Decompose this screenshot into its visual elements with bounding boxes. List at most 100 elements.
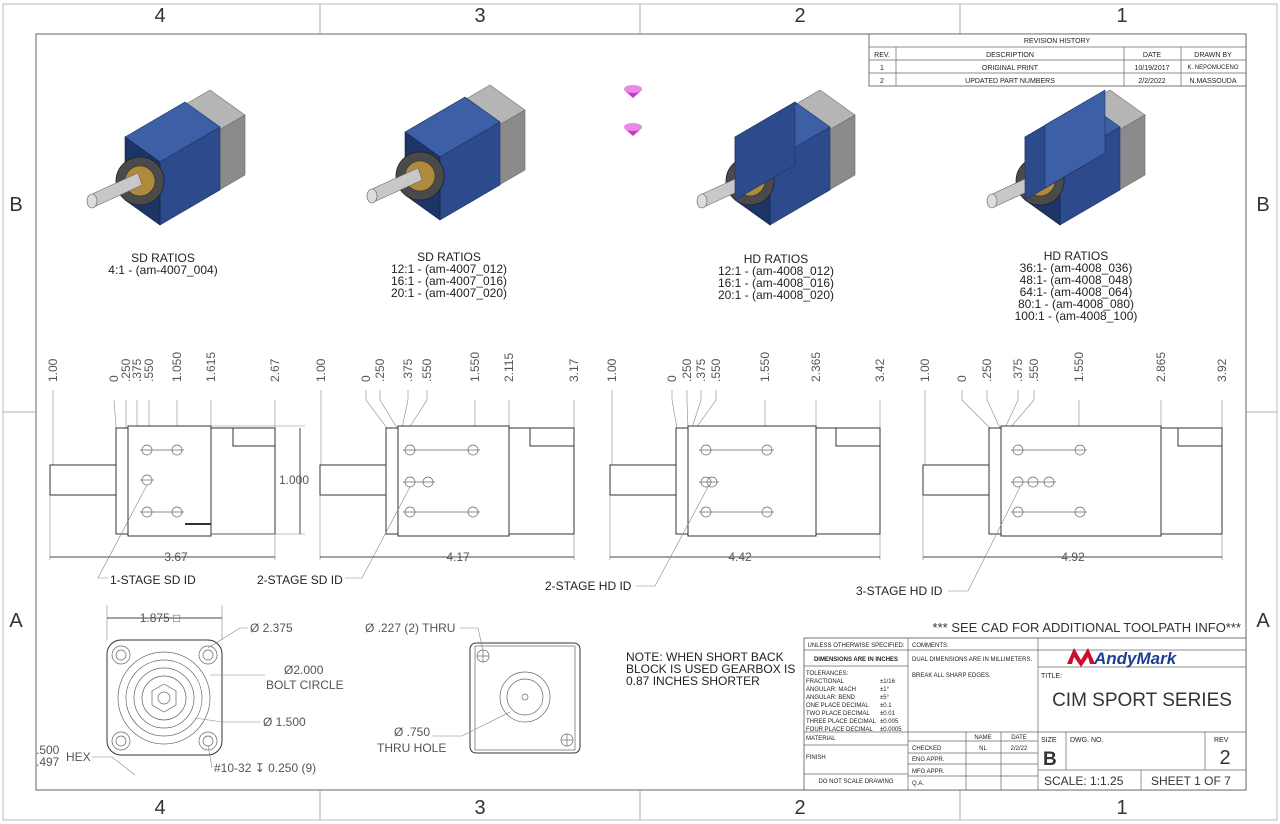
side-view-1-stage-sd: 1.00 0 .250 .375 .550 1.050 1.615 2.67 1…: [46, 352, 309, 587]
tick-label: .250: [680, 358, 694, 382]
ratio-group-1: SD RATIOS 4:1 - (am-4007_004): [108, 251, 217, 277]
tick-label: .250: [373, 358, 387, 382]
tol-name: FRACTIONAL: [806, 679, 845, 685]
zone-bottom-3: 3: [474, 797, 485, 819]
ratio-group-3: HD RATIOS 12:1 - (am-4008_012) 16:1 - (a…: [718, 252, 834, 302]
title-label: TITLE:: [1041, 673, 1062, 680]
zone-labels: 4 3 2 1 4 3 2 1 B A B A: [9, 5, 1270, 819]
tick-label: .250: [119, 358, 133, 382]
dwg-no-label: DWG. NO.: [1070, 737, 1103, 744]
id-label: 2-STAGE HD ID: [545, 579, 632, 593]
note-line: BLOCK IS USED GEARBOX IS: [626, 662, 795, 676]
eng-appr-label: ENG APPR.: [912, 757, 945, 763]
rev-header-rev: REV.: [874, 52, 890, 59]
note-line: NOTE: WHEN SHORT BACK: [626, 650, 784, 664]
id-label: 1-STAGE SD ID: [110, 573, 196, 587]
tick-label: 2.115: [502, 353, 516, 382]
rev-label: REV: [1214, 737, 1229, 744]
zone-right-a: A: [1256, 610, 1270, 632]
ratio-line: 100:1 - (am-4008_100): [1015, 309, 1138, 323]
checked-date: 2/2/22: [1011, 746, 1028, 752]
tolerances-label: TOLERANCES:: [806, 671, 849, 677]
ratio-title: SD RATIOS: [131, 251, 195, 265]
tol-name: THREE PLACE DECIMAL: [806, 719, 877, 725]
toolpath-note: *** SEE CAD FOR ADDITIONAL TOOLPATH INFO…: [933, 620, 1241, 635]
short-back-block-note: NOTE: WHEN SHORT BACK BLOCK IS USED GEAR…: [626, 650, 795, 688]
tick-label: 0: [955, 375, 969, 382]
tol-name: FOUR PLACE DECIMAL: [806, 727, 873, 733]
zone-left-a: A: [9, 610, 23, 632]
andymark-logo: AndyMark: [1067, 648, 1178, 668]
ratio-line: 12:1 - (am-4007_012): [391, 262, 507, 276]
ratio-line: 64:1- (am-4008_064): [1020, 285, 1133, 299]
comments-label: COMMENTS:: [912, 643, 949, 649]
revision-history-table: REVISION HISTORY REV. DESCRIPTION DATE D…: [868, 33, 1247, 87]
rev-row-1-rev: 1: [880, 65, 884, 72]
tol-value: ±0.01: [880, 711, 896, 717]
tick-label: .250: [980, 358, 994, 382]
rev-row-2-date: 2/2/2022: [1138, 78, 1165, 85]
rev-row-2-description: UPDATED PART NUMBERS: [965, 78, 1055, 85]
hex-label: HEX: [66, 750, 91, 764]
tick-label: .375: [694, 358, 708, 382]
zone-ticks: [3, 4, 1277, 820]
scale: SCALE: 1:1.25: [1044, 774, 1124, 788]
zone-bottom-2: 2: [794, 797, 805, 819]
ratio-line: 20:1 - (am-4007_020): [391, 286, 507, 300]
dims-in-inches: DIMENSIONS ARE IN INCHES: [814, 657, 898, 663]
tol-name: ONE PLACE DECIMAL: [806, 703, 869, 709]
zone-left-b: B: [9, 194, 22, 216]
tick-label: 1.550: [468, 352, 482, 382]
brand-name: AndyMark: [1093, 649, 1178, 668]
hex-dim-a: .500: [36, 743, 60, 757]
rev-value: 2: [1219, 747, 1230, 769]
note-line: 0.87 INCHES SHORTER: [626, 674, 760, 688]
id-label: 2-STAGE SD ID: [257, 573, 343, 587]
zone-top-1: 1: [1116, 5, 1127, 27]
finish-label: FINISH: [806, 755, 826, 761]
ratio-group-2: SD RATIOS 12:1 - (am-4007_012) 16:1 - (a…: [391, 250, 507, 300]
mfg-appr-label: MFG APPR.: [912, 769, 945, 775]
zone-top-3: 3: [474, 5, 485, 27]
tick-label: .375: [130, 358, 144, 382]
tick-label: 1.050: [170, 352, 184, 382]
zone-top-4: 4: [154, 5, 165, 27]
height-dim: 1.000: [279, 473, 309, 487]
thread-callout: #10-32 ↧ 0.250 (9): [214, 761, 316, 775]
checked-label: CHECKED: [912, 746, 942, 752]
zone-bottom-1: 1: [1116, 797, 1127, 819]
rev-header-date: DATE: [1143, 52, 1161, 59]
ratio-line: 16:1 - (am-4008_016): [718, 276, 834, 290]
gearbox-render-2-stage-hd: [696, 89, 856, 226]
size-label: SIZE: [1041, 737, 1057, 744]
title-block: UNLESS OTHERWISE SPECIFIED: DIMENSIONS A…: [803, 637, 1247, 791]
tick-label: 0: [665, 375, 679, 382]
ratio-title: HD RATIOS: [744, 252, 808, 266]
revision-history-title: REVISION HISTORY: [1024, 38, 1091, 45]
tick-label: 1.00: [46, 358, 60, 382]
length-dim: 4.17: [446, 550, 470, 564]
id-label: 3-STAGE HD ID: [856, 584, 943, 598]
bolt-circle-dia: Ø2.000: [284, 663, 324, 677]
tick-label: 2.365: [809, 352, 823, 382]
tick-label: 1.615: [204, 352, 218, 382]
tick-label: 1.00: [314, 358, 328, 382]
tick-label: .375: [1011, 358, 1025, 382]
unless-specified: UNLESS OTHERWISE SPECIFIED:: [808, 643, 905, 649]
tol-name: ANGULAR: MACH: [806, 687, 856, 693]
dia-inner: Ø 1.500: [263, 715, 306, 729]
square-dim: 1.875 □: [140, 611, 181, 625]
tick-label: 3.42: [873, 358, 887, 382]
tick-label: 1.550: [758, 352, 772, 382]
hex-dim-b: .497: [36, 755, 60, 769]
zone-top-2: 2: [794, 5, 805, 27]
rev-row-1-description: ORIGINAL PRINT: [982, 65, 1039, 72]
size-value: B: [1043, 749, 1057, 770]
tol-value: ±5°: [880, 695, 890, 701]
tick-label: .550: [142, 358, 156, 382]
bolt-circle-label: BOLT CIRCLE: [266, 678, 344, 692]
checked-name: NL: [979, 746, 987, 752]
tol-value: ±0.005: [880, 719, 899, 725]
zone-bottom-4: 4: [154, 797, 165, 819]
